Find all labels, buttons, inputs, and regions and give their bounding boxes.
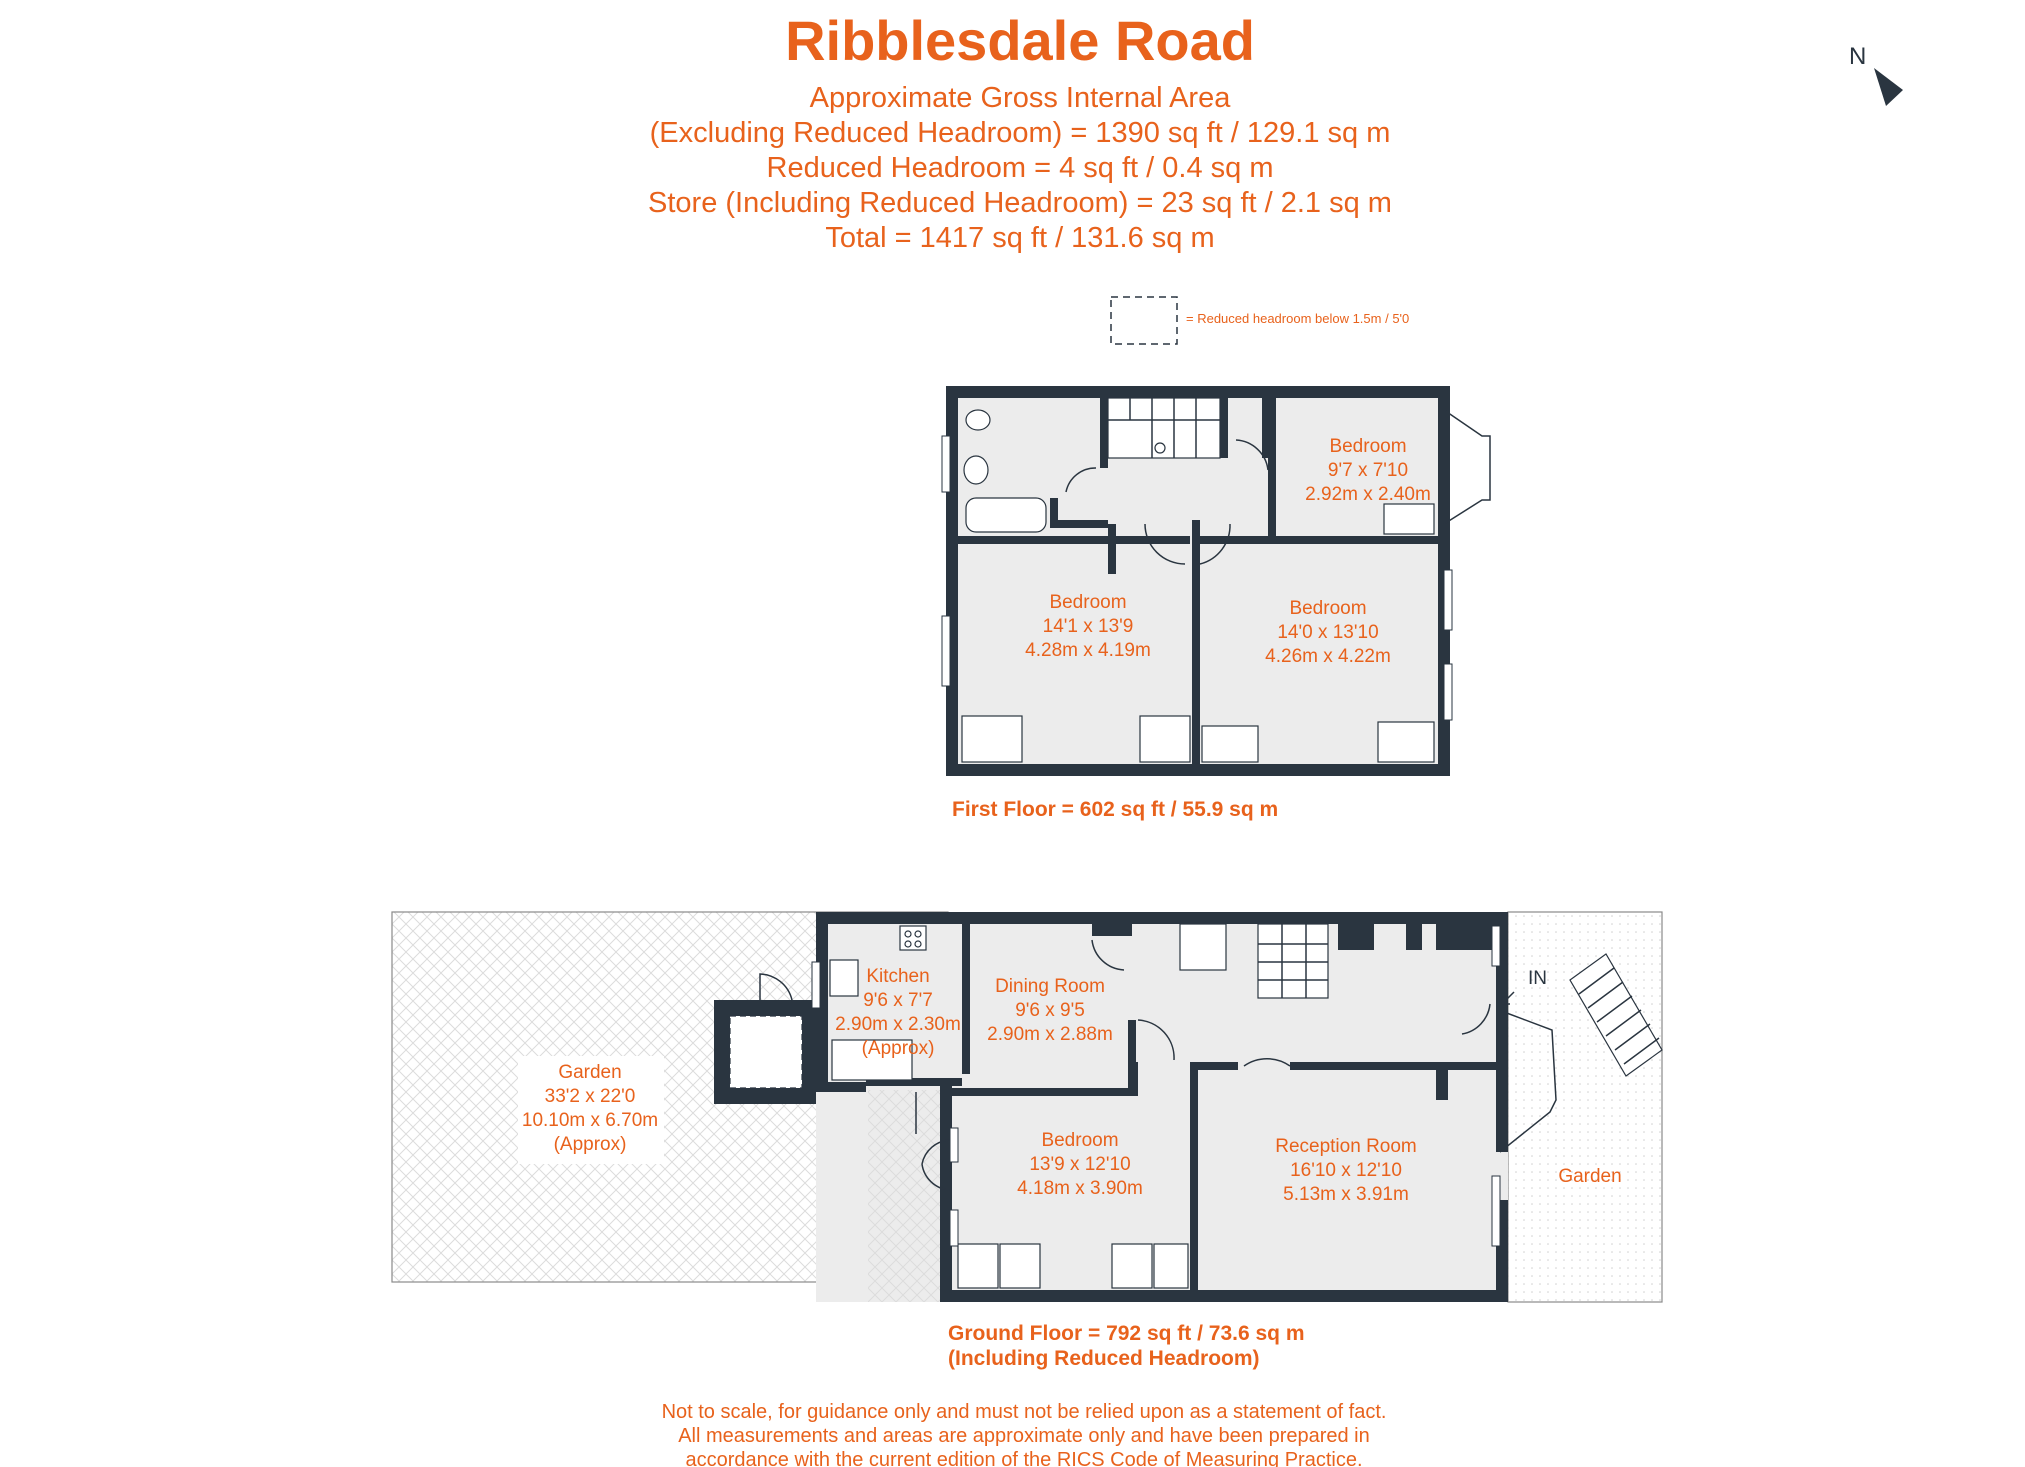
first-floor-plan: Bedroom 9'7 x 7'10 2.92m x 2.40m Bedroom… bbox=[941, 386, 1491, 821]
svg-text:Reception Room: Reception Room bbox=[1275, 1136, 1417, 1157]
svg-text:Dining Room: Dining Room bbox=[995, 976, 1105, 997]
reduced-headroom-swatch bbox=[1110, 296, 1178, 345]
bath-icon bbox=[965, 497, 1047, 533]
svg-text:9'7 x 7'10: 9'7 x 7'10 bbox=[1328, 460, 1408, 481]
legend: = Reduced headroom below 1.5m / 5'0 bbox=[1110, 296, 1409, 345]
basin-icon bbox=[963, 455, 989, 485]
garden-front-label: Garden bbox=[1558, 1166, 1621, 1187]
front-steps bbox=[1569, 953, 1663, 1077]
disclaimer: Not to scale, for guidance only and must… bbox=[662, 1401, 1387, 1467]
svg-text:13'9 x 12'10: 13'9 x 12'10 bbox=[1029, 1154, 1130, 1175]
svg-text:14'1 x 13'9: 14'1 x 13'9 bbox=[1043, 616, 1134, 637]
room-bedroom-rear: Bedroom 14'1 x 13'9 4.28m x 4.19m bbox=[1025, 592, 1151, 661]
bathroom-fixtures bbox=[963, 409, 1047, 533]
store-reduced-headroom bbox=[729, 1015, 803, 1089]
svg-text:9'6 x 9'5: 9'6 x 9'5 bbox=[1015, 1000, 1085, 1021]
svg-text:accordance with the current ed: accordance with the current edition of t… bbox=[685, 1449, 1362, 1467]
toilet-icon bbox=[965, 409, 991, 431]
room-bedroom-small: Bedroom 9'7 x 7'10 2.92m x 2.40m bbox=[1305, 436, 1431, 505]
svg-text:Bedroom: Bedroom bbox=[1289, 598, 1366, 619]
header: Ribblesdale Road Approximate Gross Inter… bbox=[648, 9, 1392, 254]
svg-text:4.26m x 4.22m: 4.26m x 4.22m bbox=[1265, 646, 1391, 667]
svg-text:14'0 x 13'10: 14'0 x 13'10 bbox=[1277, 622, 1378, 643]
svg-text:2.90m x 2.88m: 2.90m x 2.88m bbox=[987, 1024, 1113, 1045]
svg-text:9'6 x 7'7: 9'6 x 7'7 bbox=[863, 990, 933, 1011]
svg-text:Bedroom: Bedroom bbox=[1329, 436, 1406, 457]
first-floor-label: First Floor = 602 sq ft / 55.9 sq m bbox=[952, 798, 1278, 821]
svg-text:10.10m x 6.70m: 10.10m x 6.70m bbox=[522, 1110, 658, 1131]
svg-text:All measurements and areas are: All measurements and areas are approxima… bbox=[678, 1425, 1370, 1447]
room-dining-room: Dining Room 9'6 x 9'5 2.90m x 2.88m bbox=[987, 976, 1113, 1045]
svg-text:Kitchen: Kitchen bbox=[866, 966, 929, 987]
svg-text:2.92m x 2.40m: 2.92m x 2.40m bbox=[1305, 484, 1431, 505]
legend-text: = Reduced headroom below 1.5m / 5'0 bbox=[1186, 311, 1409, 326]
kitchen-fixtures bbox=[829, 925, 927, 1081]
area-line-1: Approximate Gross Internal Area bbox=[810, 82, 1232, 114]
svg-text:33'2 x 22'0: 33'2 x 22'0 bbox=[545, 1086, 636, 1107]
svg-text:4.18m x 3.90m: 4.18m x 3.90m bbox=[1017, 1178, 1143, 1199]
area-line-2: (Excluding Reduced Headroom) = 1390 sq f… bbox=[650, 117, 1391, 149]
room-bedroom-front: Bedroom 14'0 x 13'10 4.26m x 4.22m bbox=[1265, 598, 1391, 667]
north-label: N bbox=[1849, 43, 1866, 70]
svg-text:16'10 x 12'10: 16'10 x 12'10 bbox=[1290, 1160, 1402, 1181]
hob-icon bbox=[899, 925, 927, 951]
svg-text:(Approx): (Approx) bbox=[554, 1134, 627, 1155]
svg-text:Not to scale, for guidance onl: Not to scale, for guidance only and must… bbox=[662, 1401, 1387, 1423]
room-reception-room: Reception Room 16'10 x 12'10 5.13m x 3.9… bbox=[1275, 1136, 1417, 1205]
ground-floor-label-note: (Including Reduced Headroom) bbox=[948, 1347, 1260, 1370]
sink-icon bbox=[829, 959, 859, 997]
svg-text:2.90m x 2.30m: 2.90m x 2.30m bbox=[835, 1014, 961, 1035]
svg-text:Bedroom: Bedroom bbox=[1041, 1130, 1118, 1151]
svg-text:4.28m x 4.19m: 4.28m x 4.19m bbox=[1025, 640, 1151, 661]
page-title: Ribblesdale Road bbox=[785, 9, 1255, 72]
room-bedroom-ground: Bedroom 13'9 x 12'10 4.18m x 3.90m bbox=[1017, 1130, 1143, 1199]
area-line-4: Store (Including Reduced Headroom) = 23 … bbox=[648, 187, 1392, 219]
garden-rear-label: Garden 33'2 x 22'0 10.10m x 6.70m (Appro… bbox=[522, 1062, 658, 1155]
area-line-5: Total = 1417 sq ft / 131.6 sq m bbox=[825, 222, 1214, 254]
north-arrow-icon bbox=[1874, 68, 1903, 106]
ground-floor-label: Ground Floor = 792 sq ft / 73.6 sq m bbox=[948, 1322, 1305, 1345]
entrance-label: IN bbox=[1528, 968, 1547, 989]
entrance-arrow-icon bbox=[1501, 991, 1515, 1005]
north-compass: N bbox=[1849, 43, 1903, 106]
svg-text:Bedroom: Bedroom bbox=[1049, 592, 1126, 613]
svg-text:5.13m x 3.91m: 5.13m x 3.91m bbox=[1283, 1184, 1409, 1205]
room-kitchen: Kitchen 9'6 x 7'7 2.90m x 2.30m (Approx) bbox=[835, 966, 961, 1059]
ground-floor-plan: Kitchen 9'6 x 7'7 2.90m x 2.30m (Approx)… bbox=[391, 911, 1663, 1370]
ground-floor-stairs bbox=[1179, 923, 1329, 999]
first-floor-stairs bbox=[1107, 397, 1221, 459]
area-line-3: Reduced Headroom = 4 sq ft / 0.4 sq m bbox=[767, 152, 1274, 184]
svg-text:Garden: Garden bbox=[558, 1062, 621, 1083]
svg-text:(Approx): (Approx) bbox=[862, 1038, 935, 1059]
